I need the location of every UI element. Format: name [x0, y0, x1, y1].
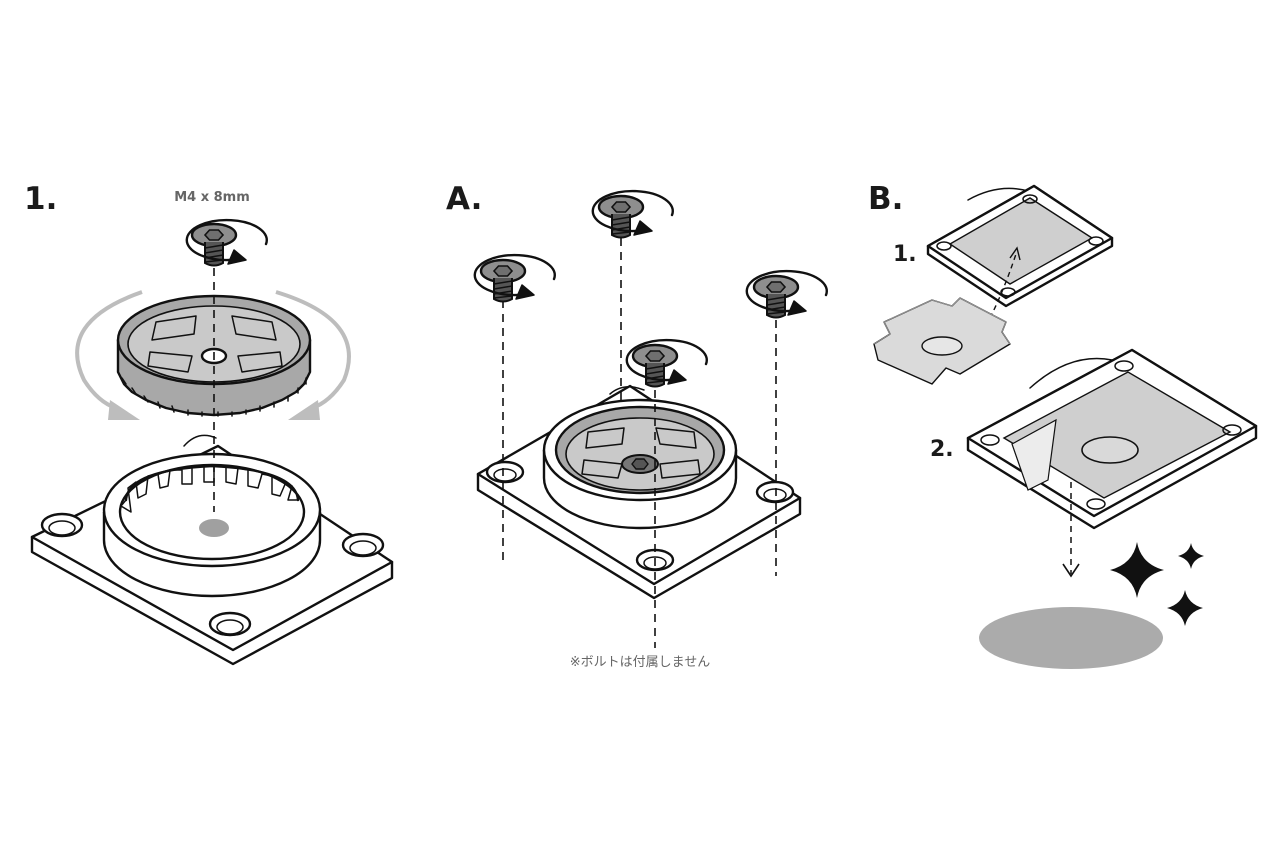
sparkle-icon	[1110, 542, 1164, 598]
mount-plate-underside-top	[926, 184, 1114, 308]
mount-assembly	[476, 384, 802, 600]
sparkle-icon	[1178, 543, 1204, 569]
down-arrow-icon	[1062, 482, 1080, 578]
step-a-label: A.	[446, 181, 482, 217]
step-b-label: B.	[868, 181, 903, 217]
mount-base-plate	[30, 434, 394, 666]
bolt-not-included-note: ※ボルトは付属しません	[570, 655, 711, 670]
sub-step-1-label: 1.	[893, 242, 917, 267]
panel-step-1: 1. M4 x 8mm	[24, 181, 394, 666]
sparkle-icon	[1167, 590, 1203, 626]
mount-dial	[116, 294, 312, 417]
panel-step-a: A.	[446, 181, 828, 670]
protective-film	[873, 297, 1011, 385]
mount-plate-underside-bottom	[966, 348, 1258, 530]
bolt-spec-label: M4 x 8mm	[174, 190, 250, 205]
panel-step-b: B. 1. 2.	[868, 181, 1258, 669]
step-1-label: 1.	[24, 181, 57, 217]
sub-step-2-label: 2.	[930, 437, 954, 462]
mounting-surface-shadow	[979, 607, 1163, 669]
turn-dial-arrows-icon	[75, 290, 351, 420]
peel-arrow-icon	[989, 246, 1021, 319]
